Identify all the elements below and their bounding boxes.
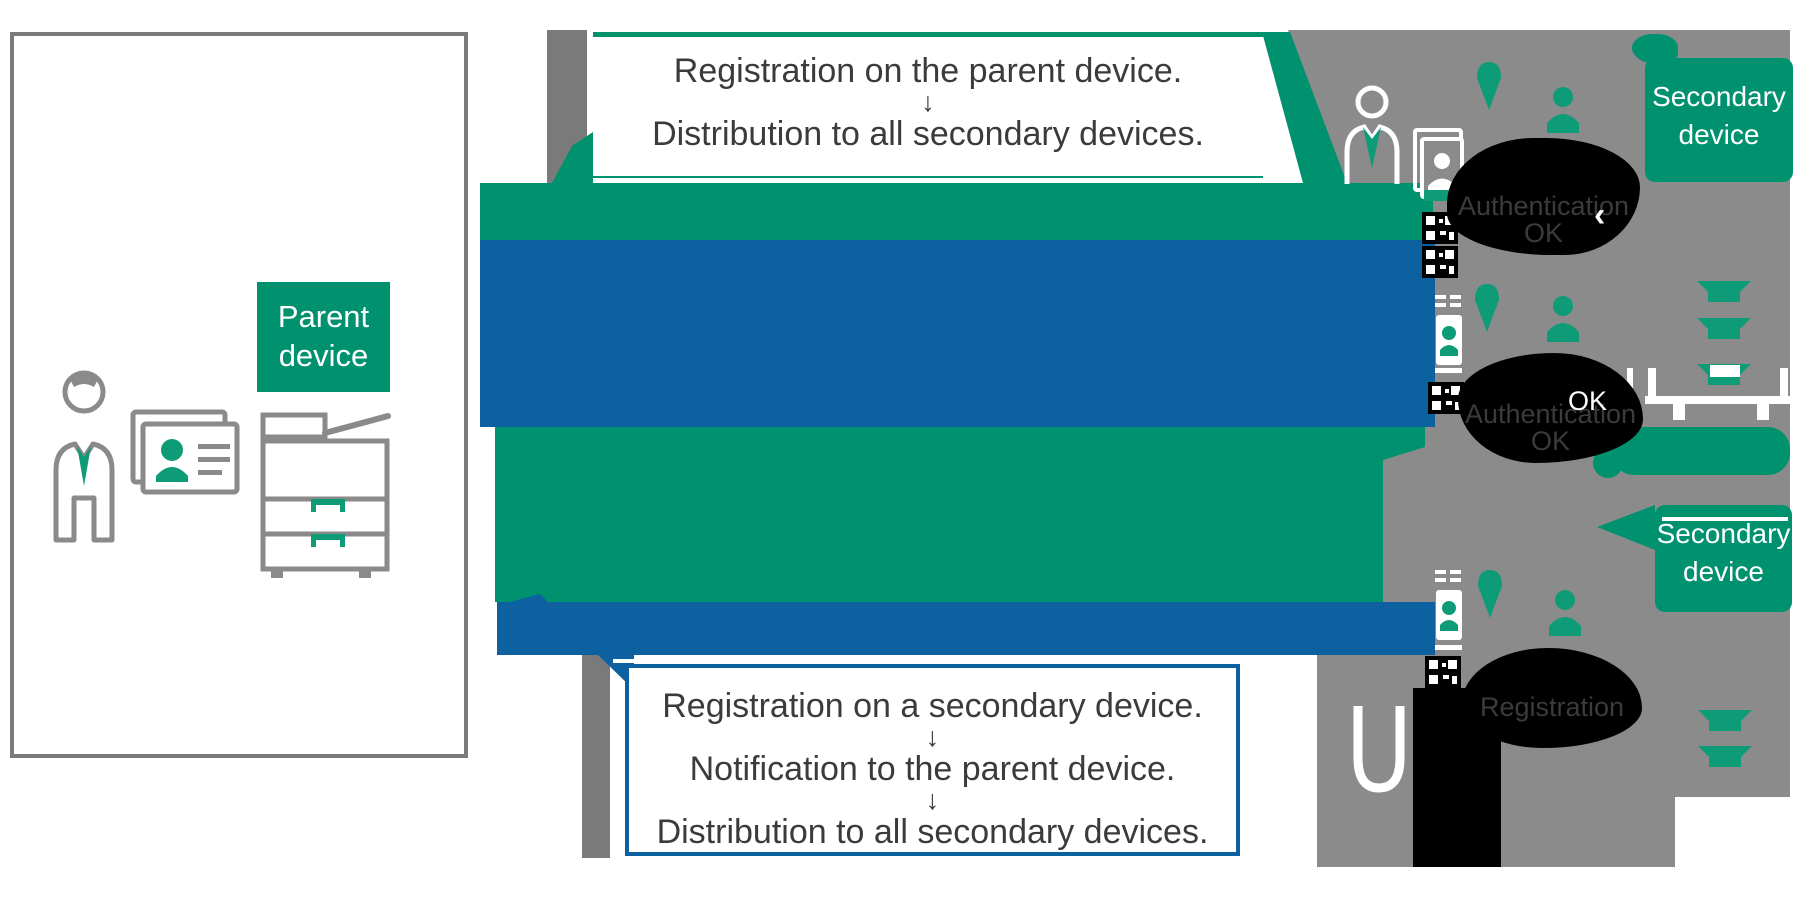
secondary-device-tag-bottom: Secondary device — [1655, 505, 1792, 612]
blue-notification-arrow — [480, 240, 1435, 690]
secondary-tag-line1: Secondary — [1652, 81, 1786, 112]
bottom-box-rule — [613, 659, 1235, 663]
secondary-device-tag-top: Secondary device — [1645, 58, 1793, 182]
bottom-flow-line3: Distribution to all secondary devices. — [656, 813, 1209, 851]
down-arrow-icon: ↓ — [921, 87, 935, 117]
parent-device-label-line1: Parent — [277, 299, 370, 334]
ok-line: OK — [1523, 218, 1563, 248]
parent-device-box — [10, 32, 468, 758]
bottom-flow-line1: Registration on a secondary device. — [662, 687, 1203, 725]
top-flow-line2: Distribution to all secondary devices. — [652, 115, 1204, 153]
secondary-tag-line1: Secondary — [1656, 518, 1791, 549]
top-flow-box: Registration on the parent device. ↓ Dis… — [593, 32, 1263, 178]
bottom-flow-box: Registration on a secondary device. ↓ No… — [625, 664, 1240, 856]
green-distribution-arrow — [480, 183, 1433, 602]
authentication-ok-bubble-middle: Authentication OK — [1458, 353, 1643, 463]
bottom-connector-strip — [582, 655, 610, 858]
secondary-tag-line2: device — [1683, 556, 1764, 587]
ok-line: OK — [1530, 426, 1570, 456]
secondary-tag-line2: device — [1678, 119, 1760, 150]
parent-device-label: Parent device — [257, 282, 390, 392]
auth-line: Authentication — [1464, 399, 1637, 429]
top-connector-strip — [547, 30, 593, 183]
panel-bottom-white-notch — [1675, 797, 1790, 867]
chevron-left-icon: ‹ — [1594, 196, 1606, 234]
down-arrow-icon: ↓ — [925, 785, 940, 815]
tag-decoration-line — [1662, 517, 1788, 521]
auth-line: Authentication — [1457, 191, 1630, 221]
parent-device-label-line2: device — [278, 338, 369, 373]
registration-line: Registration — [1479, 692, 1625, 722]
authentication-ok-bubble-top: Authentication OK — [1447, 138, 1640, 255]
top-flow-line1: Registration on the parent device. — [673, 52, 1183, 90]
down-arrow-icon: ↓ — [925, 722, 940, 752]
ok-white-text: OK — [1568, 386, 1608, 416]
bottom-flow-line2: Notification to the parent device. — [689, 750, 1176, 788]
